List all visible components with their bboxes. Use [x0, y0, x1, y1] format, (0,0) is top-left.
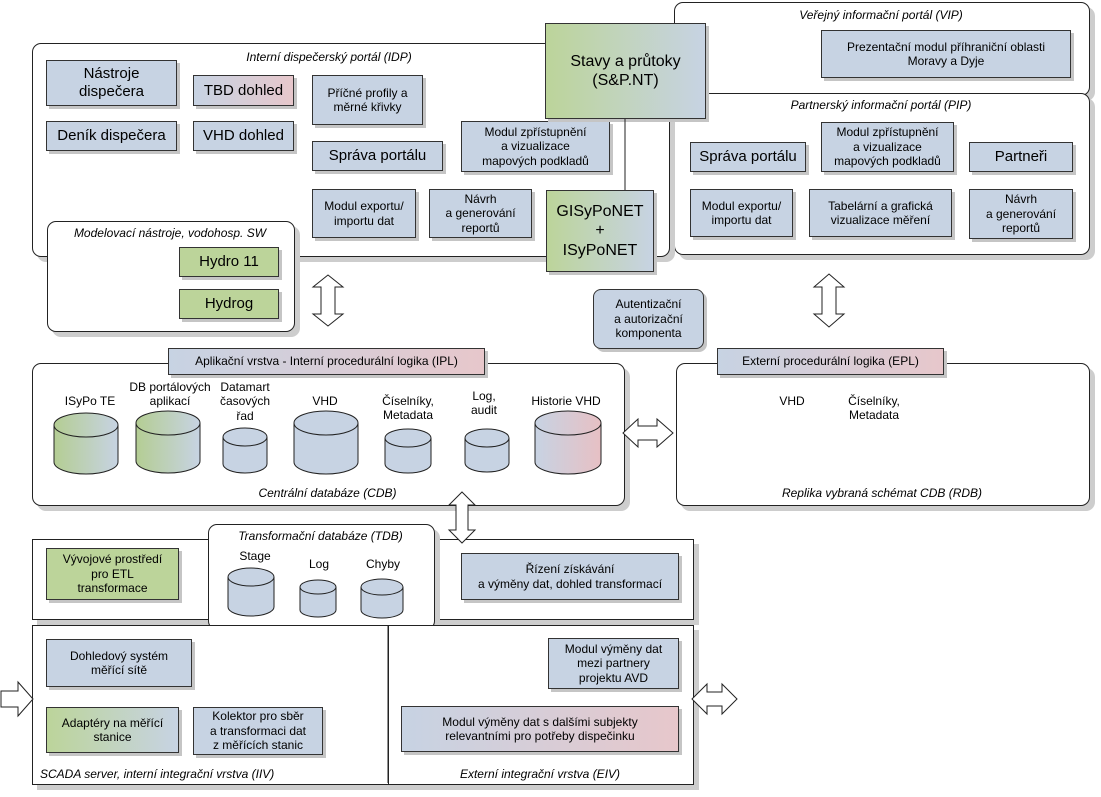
pip-partners: Partneři: [969, 142, 1073, 172]
others-exchange: Modul výměny dat s dalšími subjekty rele…: [401, 706, 679, 752]
leftright-arrow-eiv: [691, 682, 738, 716]
cdb-label-vhd: VHD: [312, 394, 338, 408]
eiv-caption: Externí integrační vrstva (EIV): [459, 767, 621, 781]
leftright-arrow-db: [622, 417, 674, 449]
idp-export: Modul exportu/ importu dat: [312, 189, 416, 238]
etl-env: Vývojové prostředí pro ETL transformace: [46, 548, 179, 600]
vip-caption: Veřejný informační portál (VIP): [799, 8, 963, 22]
gis-box: GISyPoNET + ISyPoNET: [546, 190, 654, 272]
cdb-label-isypo: ISyPo TE: [64, 394, 116, 408]
pip-tabular: Tabelární a grafická vizualizace měření: [809, 189, 952, 237]
updown-arrow-right: [812, 273, 846, 328]
idp-diary: Deník dispečera: [46, 121, 177, 151]
cdb-label-history: Historie VHD: [531, 394, 601, 408]
hydro11-box: Hydro 11: [179, 247, 279, 277]
pip-portal-admin: Správa portálu: [690, 142, 806, 172]
idp-profiles: Příčné profily a měrné křivky: [312, 75, 423, 125]
pip-reports: Návrh a generování reportů: [969, 189, 1073, 239]
db-log-cylinder: [464, 428, 510, 473]
rdb-panel: [676, 363, 1090, 506]
db-isypo-cylinder: [53, 412, 119, 475]
monitor-system: Dohledový systém měřící sítě: [46, 639, 192, 687]
rdb-label-ciselniky: Číselníky, Metadata: [848, 394, 900, 423]
tdb-stage-cylinder: [227, 567, 275, 617]
rdb-label-vhd: VHD: [779, 394, 805, 408]
cdb-label-portal: DB portálových aplikací: [129, 380, 211, 409]
ipl-label: Aplikační vrstva - Interní procedurální …: [168, 348, 485, 375]
pip-export: Modul exportu/ importu dat: [690, 189, 793, 237]
control-box: Řízení získávání a výměny dat, dohled tr…: [461, 553, 679, 600]
idp-vhd: VHD dohled: [193, 121, 294, 151]
presentation-module: Prezentační modul příhraniční oblasti Mo…: [821, 30, 1071, 78]
cdb-label-datamart: Datamart časových řad: [219, 380, 271, 423]
tdb-caption: Transformační databáze (TDB): [238, 529, 403, 543]
tdb-label-log: Log: [308, 557, 330, 571]
idp-tbd: TBD dohled: [193, 75, 294, 106]
updown-arrow-cdb-tdb: [447, 491, 477, 544]
partners-exchange: Modul výměny dat mezi partnery projektu …: [548, 638, 679, 689]
tdb-label-stage: Stage: [239, 549, 271, 563]
idp-tools: Nástroje dispečera: [46, 60, 177, 106]
iiv-caption: SCADA server, interní integrační vrstva …: [40, 767, 275, 781]
model-caption: Modelovací nástroje, vodohosp. SW: [73, 226, 267, 240]
tdb-chyby-cylinder: [360, 578, 404, 619]
pip-caption: Partnerský informační portál (PIP): [790, 98, 972, 112]
adapters-box: Adaptéry na měřící stanice: [46, 707, 179, 753]
rdb-caption: Replika vybraná schémat CDB (RDB): [781, 486, 983, 500]
idp-portal-admin: Správa portálu: [312, 141, 443, 171]
idp-caption: Interní dispečerský portál (IDP): [246, 50, 412, 64]
pip-map-module: Modul zpřístupnění a vizualizace mapovýc…: [821, 122, 954, 172]
collector-box: Kolektor pro sběr a transformaci dat z m…: [193, 707, 323, 755]
db-datamart-cylinder: [222, 427, 268, 474]
tdb-log-cylinder: [299, 579, 337, 618]
idp-map-module: Modul zpřístupnění a vizualizace mapovýc…: [461, 121, 610, 172]
auth-component: Autentizační a autorizační komponenta: [593, 289, 704, 349]
input-arrow-left: [0, 680, 34, 718]
epl-label: Externí procedurální logika (EPL): [717, 348, 944, 375]
db-vhd-cylinder: [293, 410, 359, 475]
updown-arrow-left: [311, 274, 345, 327]
hydrog-box: Hydrog: [179, 289, 279, 319]
db-portal-cylinder: [135, 410, 201, 474]
idp-reports: Návrh a generování reportů: [429, 189, 532, 238]
db-ciselniky-cylinder: [384, 428, 432, 474]
snp-box: Stavy a průtoky (S&P.NT): [545, 23, 706, 119]
cdb-caption: Centrální databáze (CDB): [258, 486, 397, 500]
tdb-label-chyby: Chyby: [365, 557, 400, 571]
cdb-label-ciselniky: Číselníky, Metadata: [382, 394, 434, 423]
db-history-cylinder: [534, 410, 602, 475]
cdb-label-log: Log, audit: [470, 389, 498, 418]
